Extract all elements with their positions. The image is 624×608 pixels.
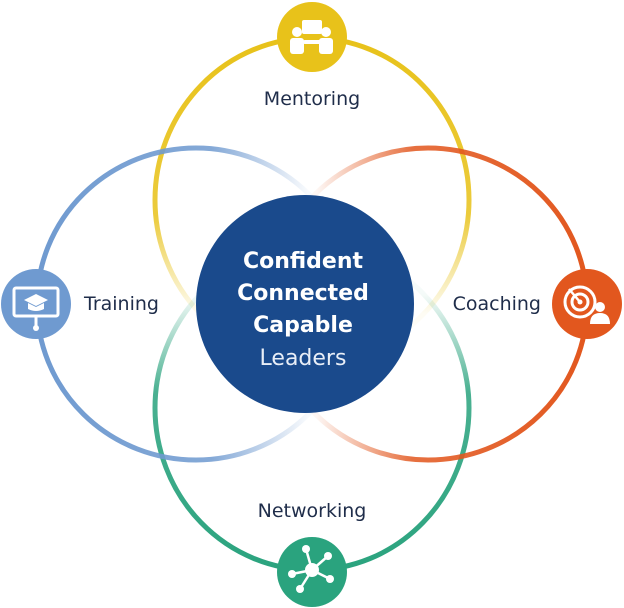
target-person-icon <box>552 269 622 339</box>
networking-label: Networking <box>258 500 367 522</box>
mentoring-people-icon <box>277 2 347 72</box>
presentation-board-icon <box>1 269 71 339</box>
mentoring-label: Mentoring <box>264 88 360 110</box>
training-label: Training <box>83 293 159 315</box>
center-circle <box>196 195 414 413</box>
center-line-confident: Confident <box>243 249 364 274</box>
coaching-label: Coaching <box>453 293 541 315</box>
center-line-capable: Capable <box>253 313 353 338</box>
center-subline: Leaders <box>260 346 347 371</box>
center-line-connected: Connected <box>237 281 369 306</box>
network-nodes-icon <box>277 537 347 607</box>
